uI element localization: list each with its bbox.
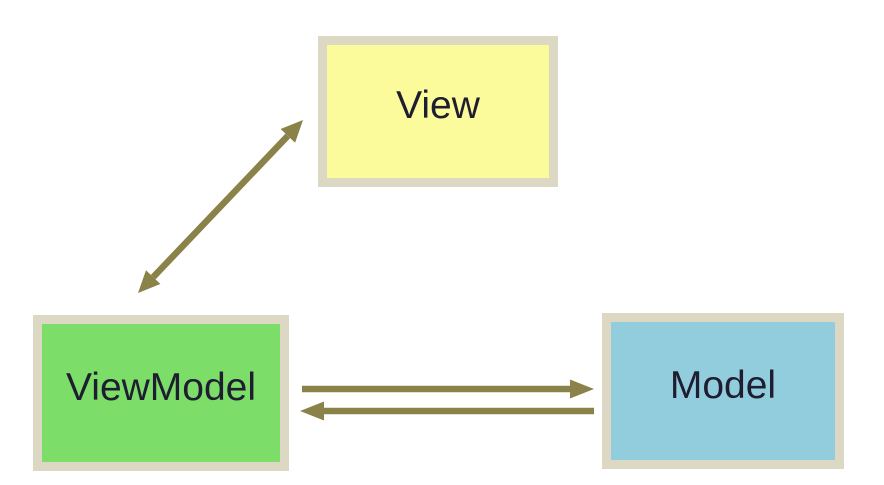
node-model-label: Model xyxy=(669,363,777,407)
node-viewmodel: ViewModel xyxy=(33,315,289,471)
edge-shaft xyxy=(150,133,291,280)
node-viewmodel-label: ViewModel xyxy=(65,365,257,409)
arrowhead-up-icon xyxy=(280,120,303,143)
node-view: View xyxy=(318,36,558,187)
arrowhead-down-icon xyxy=(138,270,161,293)
node-view-label: View xyxy=(396,84,480,127)
node-model: Model xyxy=(602,313,844,469)
arrowhead-left-icon xyxy=(300,401,324,421)
edge-viewmodel-view-bidirectional xyxy=(138,120,303,293)
edge-viewmodel-to-model xyxy=(302,379,594,399)
edge-model-to-viewmodel xyxy=(300,401,594,421)
arrowhead-right-icon xyxy=(570,379,594,399)
